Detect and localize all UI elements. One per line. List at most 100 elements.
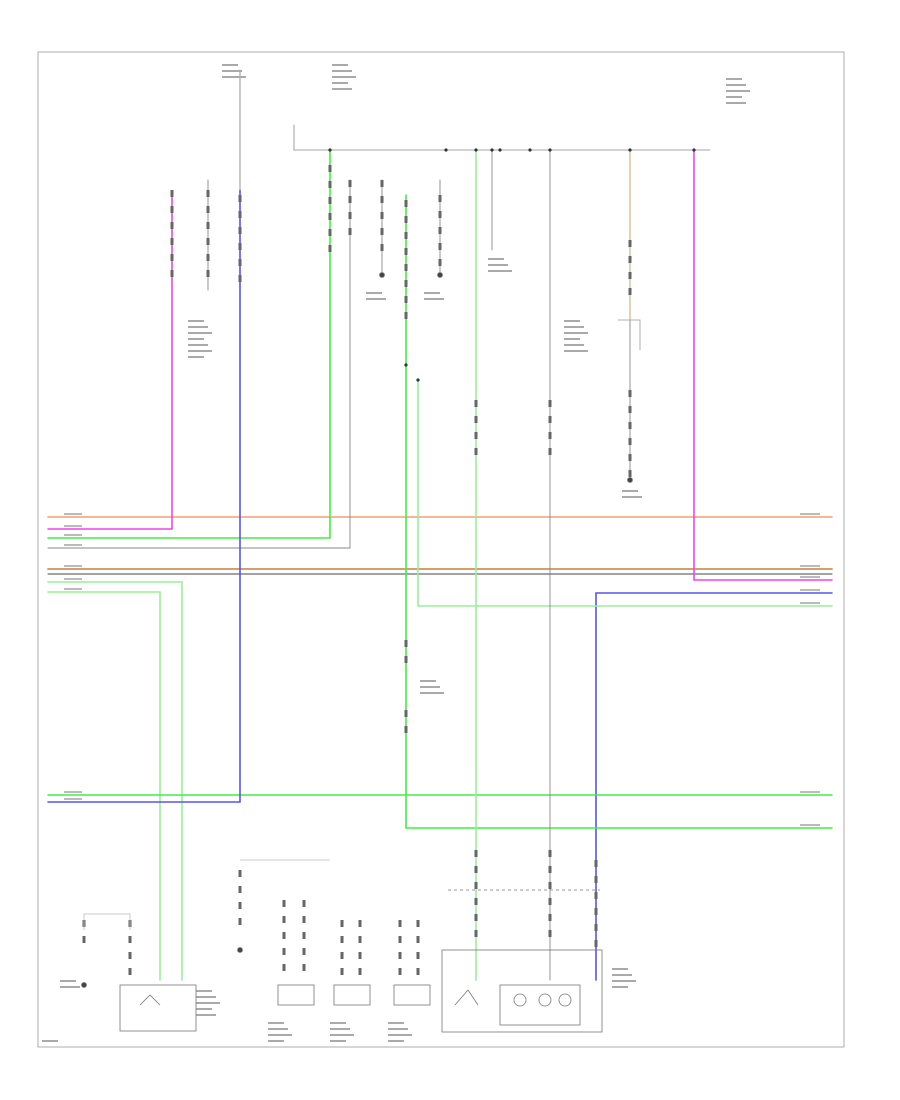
connector-mark (594, 892, 598, 899)
labels (42, 64, 820, 1042)
connector-mark (238, 259, 242, 266)
label-left-component (188, 350, 212, 352)
connector-mark (474, 930, 478, 937)
connector-mark (282, 932, 286, 939)
component-bracket (618, 319, 641, 350)
wire-tag-left (64, 798, 82, 800)
connector-mark (416, 936, 420, 943)
wire-tag-left (64, 588, 82, 590)
connector-mark (628, 256, 632, 263)
wire-tag-right (800, 576, 820, 578)
connector-mark (170, 254, 174, 261)
connector-mark (206, 206, 210, 213)
connector-mark (474, 850, 478, 857)
diagram-frame (37, 51, 845, 1048)
switch-icon (454, 989, 479, 1006)
connector-mark (128, 936, 132, 943)
connector-mark (404, 264, 408, 271)
connector-mark (340, 968, 344, 975)
wire-tag-left (64, 513, 82, 515)
connector-mark (398, 920, 402, 927)
connector-mark (416, 968, 420, 975)
connector-mark (302, 916, 306, 923)
connector-mark (548, 882, 552, 889)
connector-mark (398, 952, 402, 959)
label-ground-2 (424, 292, 440, 294)
wire-tag-left (64, 791, 82, 793)
label-bottom-component-5 (612, 974, 632, 976)
label-bottom-component-3 (330, 1022, 346, 1024)
connector-mark (594, 876, 598, 883)
connector-mark (302, 932, 306, 939)
connector-mark (548, 914, 552, 921)
ground-icon (81, 982, 87, 988)
label-top-right (726, 78, 742, 80)
label-bottom-component-4 (388, 1022, 404, 1024)
connector-mark (438, 195, 442, 202)
label-bottom-component-3 (330, 1028, 350, 1030)
connector-mark (358, 952, 362, 959)
label-right-component (564, 326, 584, 328)
splice-dot-icon (628, 148, 632, 152)
label-top-right (726, 90, 750, 92)
label-bottom-component-1 (196, 996, 216, 998)
wire-tag-right (800, 589, 820, 591)
wire-tag-right (800, 565, 820, 567)
connector-mark (358, 968, 362, 975)
label-bottom-component-1 (196, 1002, 220, 1004)
connector-mark (170, 270, 174, 277)
wire-tag-right (800, 791, 820, 793)
label-left-component (188, 344, 208, 346)
label-top-center (332, 64, 348, 66)
relay-feed-wire (83, 913, 131, 930)
connector-mark (628, 288, 632, 295)
connector-mark (548, 416, 552, 423)
wire-magenta-left (47, 194, 173, 530)
splice-dot-icon (528, 148, 532, 152)
label-bottom-component-1 (196, 1014, 216, 1016)
connector-mark (302, 900, 306, 907)
connector-mark (404, 656, 408, 663)
connector-mark (238, 918, 242, 925)
connector-mark (340, 936, 344, 943)
connector-mark (474, 866, 478, 873)
label-bottom-component-1 (196, 990, 212, 992)
connector-mark (170, 206, 174, 213)
connector-mark (128, 952, 132, 959)
connector-mark (474, 882, 478, 889)
component-box-2 (333, 984, 371, 1006)
connector-mark (594, 940, 598, 947)
connector-mark (404, 248, 408, 255)
connector-mark (628, 470, 632, 477)
wire-lightgreen-right (417, 379, 833, 607)
label-ground-4 (60, 980, 76, 982)
connector-mark (404, 280, 408, 287)
connector-mark (404, 640, 408, 647)
connector-mark (548, 400, 552, 407)
connector-mark (404, 232, 408, 239)
connector-mark (398, 968, 402, 975)
switch-icon (139, 994, 161, 1006)
connector-mark (548, 930, 552, 937)
bulb-icon (558, 993, 572, 1007)
connector-mark (238, 886, 242, 893)
connector-mark (438, 259, 442, 266)
connector-mark (340, 952, 344, 959)
connector-mark (628, 272, 632, 279)
connector-mark (548, 432, 552, 439)
wire-lightgreen-down-2 (47, 591, 161, 981)
wire-magenta-right (693, 149, 833, 581)
component-box-3 (393, 984, 431, 1006)
connector-mark (404, 710, 408, 717)
label-bottom-component-2 (268, 1040, 284, 1042)
connector-mark (416, 952, 420, 959)
connector-mark (474, 898, 478, 905)
label-mid-connector (420, 692, 444, 694)
label-bottom-component-4 (388, 1040, 404, 1042)
connector-mark (398, 936, 402, 943)
label-bottom-component-3 (330, 1034, 354, 1036)
splice-dot-icon (548, 148, 552, 152)
connector-mark (380, 180, 384, 187)
components (81, 272, 641, 1033)
label-left-component (188, 332, 212, 334)
